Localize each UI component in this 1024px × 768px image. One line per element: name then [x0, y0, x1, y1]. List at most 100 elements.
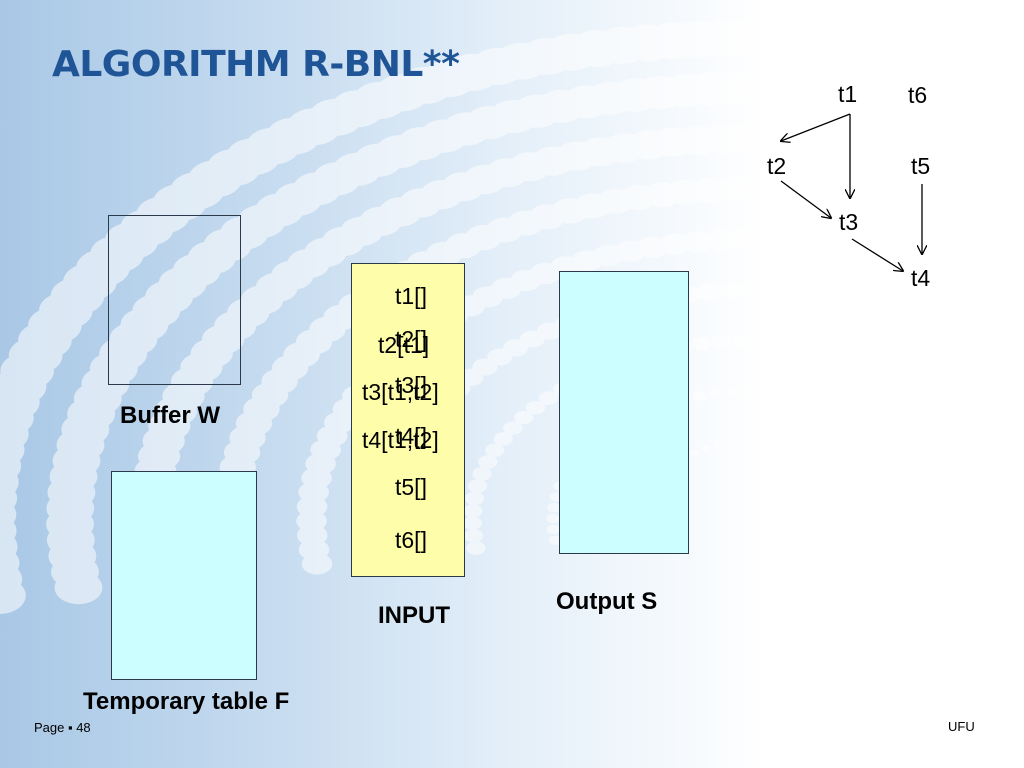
decorative-dot [778, 386, 793, 397]
graph-node-t6: t6 [908, 82, 928, 108]
decorative-dot [546, 524, 561, 535]
decorative-dot [697, 283, 723, 301]
decorative-dot [548, 535, 563, 545]
decorative-dot [514, 410, 534, 425]
decorative-dot [868, 293, 894, 311]
decorative-dot [503, 421, 523, 435]
decorative-dot [751, 333, 771, 347]
decorative-dot [847, 289, 873, 307]
decorative-dot [1012, 223, 1024, 248]
decorative-dot [472, 467, 492, 481]
decorative-dot [726, 386, 741, 397]
decorative-dot [659, 233, 691, 255]
input-box [351, 263, 465, 577]
graph-node-t4: t4 [911, 265, 931, 291]
decorative-dot [714, 442, 723, 448]
decorative-dot [829, 394, 843, 405]
overlay-item: t4[t1,t2] [362, 427, 439, 453]
graph-edge-t1-t2 [781, 113, 851, 141]
input-item: t6[] [395, 527, 427, 553]
decorative-dot [826, 286, 852, 304]
footer-org: UFU [948, 719, 975, 734]
decorative-dot [538, 391, 559, 405]
decorative-dot [493, 432, 513, 446]
decorative-dot [525, 400, 546, 415]
graph-edge-t2-t3 [780, 180, 831, 218]
decorative-dot [740, 438, 749, 445]
decorative-dot [1009, 108, 1024, 139]
decorative-dot [908, 304, 934, 322]
decorative-dot [731, 333, 752, 348]
decorative-dot [845, 399, 859, 409]
decorative-dot [849, 344, 869, 358]
input-item: t5[] [395, 474, 427, 500]
graph-node-t5: t5 [911, 153, 931, 179]
decorative-dot [682, 231, 713, 253]
page-number: Page ▪ 48 [34, 720, 91, 735]
temporary-table-f-box [111, 471, 257, 680]
decorative-dot [819, 448, 827, 454]
decorative-dot [701, 445, 710, 452]
decorative-dot [805, 283, 831, 301]
decorative-dot [537, 322, 563, 340]
decorative-dot [761, 281, 787, 299]
decorative-dot [796, 230, 828, 252]
decorative-dot [690, 449, 698, 456]
decorative-dot [807, 444, 815, 451]
decorative-dot [783, 282, 809, 300]
decorative-dot [546, 513, 560, 524]
decorative-dot [466, 541, 486, 555]
decorative-dot [927, 310, 953, 328]
decorative-dot [885, 354, 905, 368]
decorative-dot [692, 391, 707, 401]
temporary-table-f-label: Temporary table F [83, 688, 290, 715]
slide-title: ALGORITHM R-BNL** [52, 44, 460, 85]
decorative-dot [727, 440, 736, 446]
decorative-dot [465, 491, 485, 506]
decorative-dot [692, 337, 712, 351]
decorative-dot [767, 438, 776, 444]
decorative-dot [754, 438, 763, 444]
decorative-dot [547, 503, 561, 513]
decorative-dot [795, 388, 810, 398]
decorative-dot [771, 333, 791, 348]
input-item: t3[] [395, 372, 427, 398]
graph-edge-t3-t4 [851, 238, 903, 271]
decorative-dot [468, 479, 488, 493]
decorative-dot [478, 455, 498, 469]
decorative-dot [727, 228, 759, 250]
decorative-dot [462, 516, 483, 530]
decorative-dot [812, 391, 827, 401]
decorative-dot [761, 385, 775, 396]
decorative-dot [867, 349, 887, 363]
decorative-dot [485, 443, 505, 457]
decorative-dot [860, 404, 874, 414]
overlay-item: t3[t1,t2] [362, 379, 439, 405]
decorative-dot [1003, 50, 1024, 87]
decorative-dot [464, 529, 484, 543]
decorative-dot [743, 385, 758, 396]
decorative-dot [463, 504, 483, 518]
decorative-dot [740, 281, 766, 299]
decorative-dot [989, 274, 1020, 296]
decorative-dot [902, 360, 923, 375]
output-s-label: Output S [556, 588, 658, 615]
decorative-dot [811, 337, 831, 351]
decorative-dot [945, 317, 971, 335]
decorative-dot [718, 281, 744, 299]
input-item: t1[] [395, 283, 427, 309]
decorative-dot [888, 298, 914, 316]
decorative-dot [794, 441, 803, 448]
graph-node-t2: t2 [767, 153, 787, 179]
buffer-w-label: Buffer W [120, 402, 220, 429]
decorative-dot [1012, 166, 1024, 193]
decorative-dot [709, 388, 723, 398]
decorative-dot [704, 229, 736, 251]
input-item: t4[] [395, 423, 427, 449]
decorative-dot [712, 334, 732, 349]
decorative-dot [830, 340, 850, 354]
buffer-w-box [108, 215, 241, 385]
input-item: t2[] [395, 326, 427, 352]
